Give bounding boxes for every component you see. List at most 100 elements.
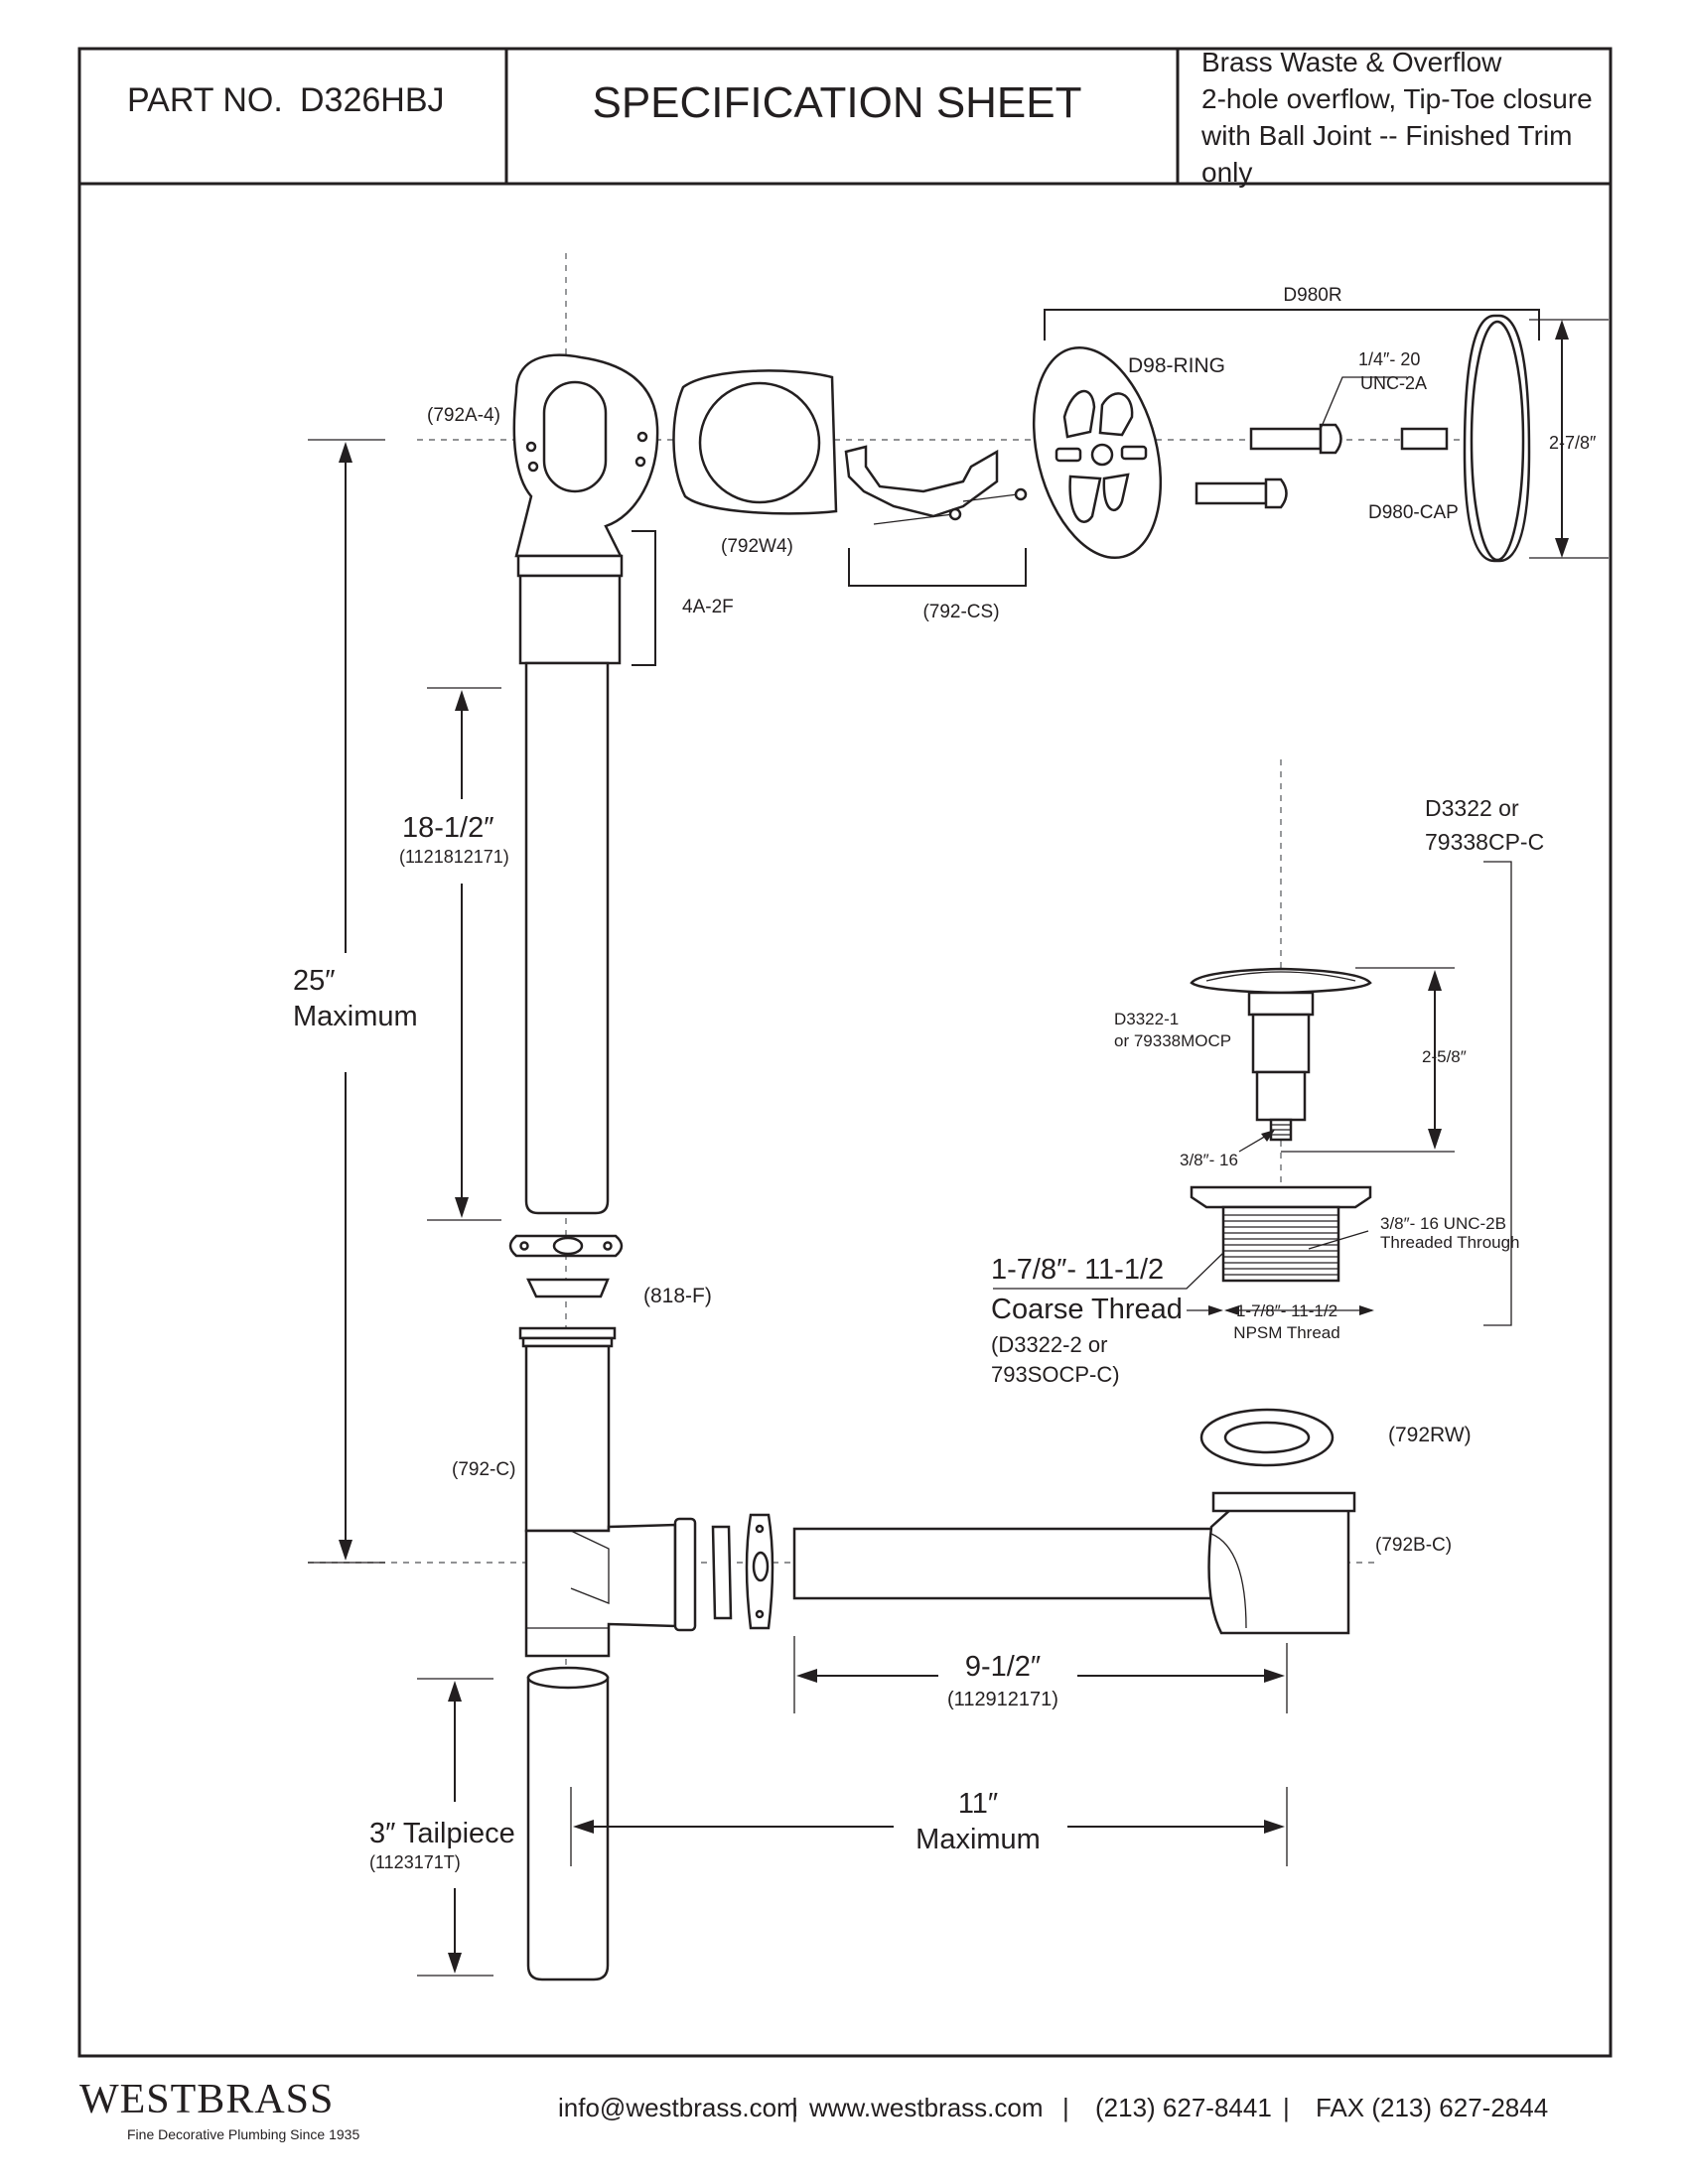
- label-stud: 3/8″- 16: [1180, 1151, 1238, 1169]
- brand-tagline: Fine Decorative Plumbing Since 1935: [127, 2126, 359, 2142]
- label-rubber-washer: (792RW): [1388, 1424, 1472, 1446]
- label-nut: 4A-2F: [682, 597, 734, 617]
- dim25-arrow-top: [339, 442, 352, 463]
- npsm-arrow-right: [1359, 1305, 1374, 1315]
- footer-separator-1: |: [791, 2093, 798, 2122]
- overflow-screw-lower: [1195, 478, 1288, 509]
- waste-arm-ball-joint: [745, 1513, 774, 1630]
- label-clip: (792-CS): [922, 602, 999, 622]
- nut-4a-2f: [516, 554, 624, 578]
- clip-bracket: [848, 548, 1027, 587]
- label-stopper-kit-1: D3322 or: [1425, 795, 1519, 821]
- overflow-gasket: [672, 369, 838, 515]
- footer-website[interactable]: www.westbrass.com: [808, 2093, 1044, 2122]
- label-stopper-1: D3322-1: [1114, 1010, 1179, 1028]
- label-trim-set: D980R: [1283, 285, 1341, 306]
- waste-arm-washer: [711, 1525, 733, 1620]
- drain-body: [1190, 1185, 1372, 1283]
- cap-dim-arrow-top: [1555, 320, 1569, 340]
- label-washer-818f: (818-F): [643, 1285, 712, 1307]
- washer-818f: [526, 1278, 610, 1298]
- nut-bracket: [632, 530, 656, 666]
- drain-shoe: [1207, 1491, 1356, 1635]
- footer-separator-3: |: [1283, 2093, 1290, 2122]
- label-tee: (792-C): [452, 1459, 515, 1480]
- dim18-arrow-bottom: [455, 1197, 469, 1218]
- label-tailpiece-2: (1123171T): [369, 1852, 461, 1872]
- overflow-elbow: [512, 353, 659, 558]
- label-gasket: (792W4): [721, 536, 793, 557]
- label-dim18-part: (1121812171): [399, 847, 509, 867]
- tail-dim-arrow-bottom: [448, 1953, 462, 1974]
- footer-email[interactable]: info@westbrass.com: [558, 2093, 798, 2122]
- cap-dim-arrow-bottom: [1555, 538, 1569, 558]
- label-dim25-value: 25″: [293, 965, 336, 997]
- overflow-tube: [524, 661, 610, 1215]
- label-dim18-value: 18-1/2″: [402, 812, 494, 844]
- stopper-dim-arrow-top: [1428, 970, 1442, 991]
- label-coarse-1: 1-7/8″- 11-1/2: [991, 1254, 1164, 1286]
- stopper-dim-arrow-bottom: [1428, 1129, 1442, 1150]
- label-screw-spec-2: UNC-2A: [1360, 373, 1427, 393]
- label-ring: D98-RING: [1128, 354, 1225, 377]
- label-npsm-1: 1-7/8″- 11-1/2: [1236, 1301, 1337, 1320]
- footer-fax: FAX (213) 627-2844: [1316, 2093, 1548, 2122]
- stopper-kit-bracket: [1483, 861, 1512, 1326]
- label-dim9-part: (112912171): [947, 1689, 1058, 1710]
- trim-set-bracket: [1044, 309, 1540, 341]
- label-npsm-2: NPSM Thread: [1233, 1323, 1339, 1342]
- sheet-border: [77, 47, 1613, 2058]
- label-screw-spec-1: 1/4″- 20: [1358, 349, 1420, 369]
- dim18-arrow-top: [455, 690, 469, 711]
- overflow-cap: [1400, 314, 1531, 563]
- coarse-leader-arrow: [1208, 1305, 1223, 1315]
- dim11-arrow-left: [573, 1820, 594, 1834]
- dim9-arrow-left: [796, 1669, 817, 1683]
- label-elbow: (792A-4): [427, 405, 500, 426]
- label-dim11-text: Maximum: [915, 1824, 1041, 1855]
- part-number-label: PART NO.: [127, 81, 283, 119]
- product-description-line-2: 2-hole overflow, Tip-Toe closure: [1201, 83, 1593, 114]
- coarse-leader: [993, 1252, 1224, 1290]
- overflow-screw-upper: [1249, 423, 1342, 455]
- rubber-washer: [1199, 1408, 1335, 1467]
- brand-logo: WESTBRASS: [79, 2077, 334, 2122]
- label-stopper-2: or 79338MOCP: [1114, 1031, 1231, 1050]
- body-thread-leader: [1308, 1230, 1369, 1250]
- tail-dim-arrow-top: [448, 1681, 462, 1702]
- npsm-arrow-left: [1224, 1305, 1239, 1315]
- sheet-title: SPECIFICATION SHEET: [592, 78, 1081, 127]
- footer-phone: (213) 627-8441: [1095, 2093, 1272, 2122]
- part-number-value: D326HBJ: [300, 81, 445, 119]
- dim11-arrow-right: [1264, 1820, 1285, 1834]
- label-dim25-text: Maximum: [293, 1001, 418, 1032]
- stud-leader-arrow: [1261, 1130, 1275, 1142]
- waste-tee: [518, 1326, 697, 1658]
- label-stopper-dim: 2-5/8″: [1422, 1047, 1467, 1066]
- dim9-arrow-right: [1264, 1669, 1285, 1683]
- dim25-arrow-bottom: [339, 1540, 352, 1561]
- product-description-line-1: Brass Waste & Overflow: [1201, 47, 1502, 77]
- overflow-ring: [1032, 345, 1163, 560]
- label-body-thread-1: 3/8″- 16 UNC-2B: [1380, 1214, 1506, 1233]
- waste-arm-pipe: [792, 1527, 1213, 1600]
- product-description-line-4: only: [1201, 157, 1252, 188]
- label-coarse-2: Coarse Thread: [991, 1294, 1183, 1325]
- ball-joint: [508, 1234, 624, 1258]
- label-coarse-3: (D3322-2 or: [991, 1332, 1107, 1357]
- footer-separator-2: |: [1062, 2093, 1069, 2122]
- label-coarse-4: 793SOCP-C): [991, 1362, 1120, 1387]
- label-tailpiece-1: 3″ Tailpiece: [369, 1818, 515, 1849]
- label-shoe: (792B-C): [1375, 1535, 1452, 1556]
- tailpiece: [526, 1666, 610, 1981]
- clip-and-screws: [844, 445, 1028, 525]
- label-body-thread-2: Threaded Through: [1380, 1233, 1520, 1252]
- label-dim9-value: 9-1/2″: [965, 1651, 1041, 1683]
- label-stopper-kit-2: 79338CP-C: [1425, 829, 1544, 855]
- nut-4a-2f-body: [518, 574, 622, 665]
- stopper-cap: [1190, 967, 1372, 1142]
- product-description-line-3: with Ball Joint -- Finished Trim: [1200, 120, 1572, 151]
- label-cap-dim: 2-7/8″: [1549, 433, 1597, 453]
- label-dim11-value: 11″: [958, 1788, 998, 1820]
